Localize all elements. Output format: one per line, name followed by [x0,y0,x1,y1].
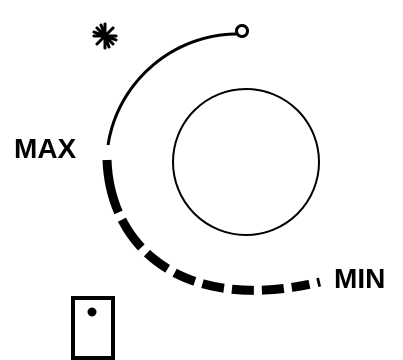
door-icon [71,296,115,360]
setting-arc-thick [102,159,322,295]
min-label: MIN [334,263,385,294]
snowflake-icon [92,22,118,50]
setting-arc-thin [106,32,238,146]
max-label: MAX [14,133,77,164]
dial-knob [172,88,320,236]
arc-end-marker [235,24,249,38]
